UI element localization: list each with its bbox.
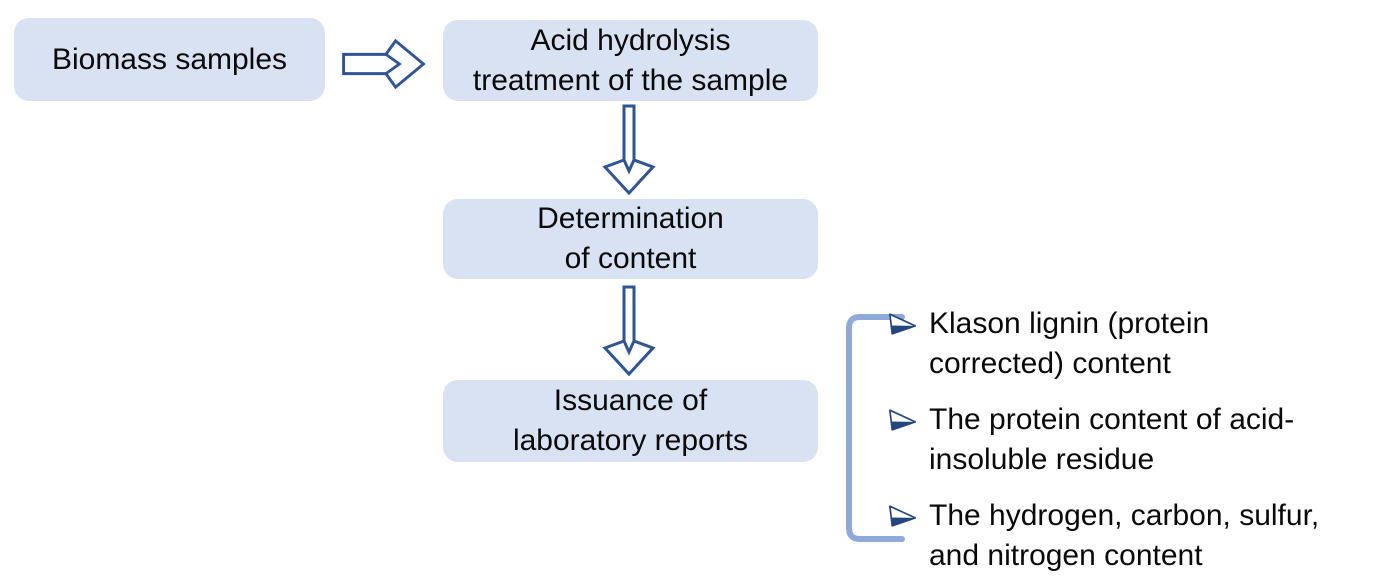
determination-of-content-label: Determination of content xyxy=(537,202,724,275)
down-block-arrow-icon xyxy=(602,104,656,196)
determination-of-content-box: Determination of content xyxy=(443,199,818,279)
acid-hydrolysis-label: Acid hydrolysis treatment of the sample xyxy=(472,23,789,97)
list-item-text: The hydrogen, carbon, sulfur, and nitrog… xyxy=(929,499,1320,572)
issuance-of-reports-box: Issuance of laboratory reports xyxy=(443,380,818,462)
grouping-bracket-icon xyxy=(846,314,905,542)
list-item: The hydrogen, carbon, sulfur, and nitrog… xyxy=(888,496,1319,576)
acid-hydrolysis-box: Acid hydrolysis treatment of the sample xyxy=(443,20,818,101)
arrowhead-bullet-icon xyxy=(889,313,917,335)
report-contents-list: Klason lignin (protein corrected) conten… xyxy=(888,304,1319,588)
arrowhead-bullet-icon xyxy=(889,409,917,431)
arrowhead-bullet-icon xyxy=(889,505,917,527)
issuance-of-reports-label: Issuance of laboratory reports xyxy=(512,384,749,457)
list-item: Klason lignin (protein corrected) conten… xyxy=(888,304,1319,384)
down-block-arrow-icon xyxy=(602,285,656,377)
list-item: The protein content of acid- insoluble r… xyxy=(888,400,1319,480)
right-block-arrow-icon xyxy=(342,38,426,90)
list-item-text: Klason lignin (protein corrected) conten… xyxy=(929,307,1210,380)
biomass-samples-box: Biomass samples xyxy=(14,18,325,101)
list-item-text: The protein content of acid- insoluble r… xyxy=(929,403,1295,476)
biomass-samples-label: Biomass samples xyxy=(51,42,288,76)
